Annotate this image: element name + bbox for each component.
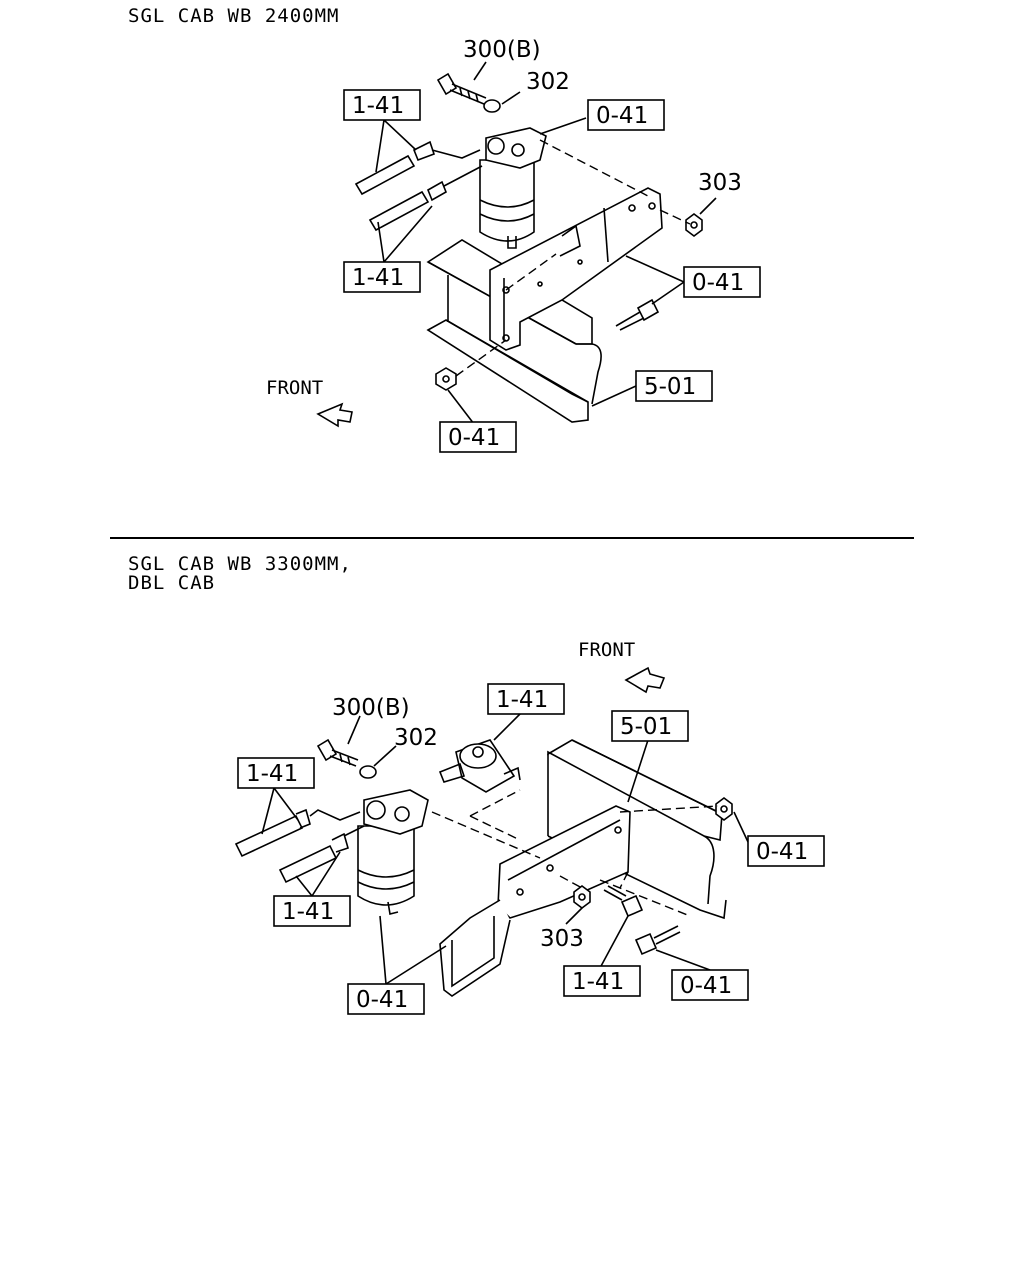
callout-501: 5-01 — [620, 714, 672, 740]
callout-141-top: 1-41 — [352, 93, 404, 119]
label-300b: 300(B) — [463, 37, 541, 63]
priming-pump — [438, 739, 521, 793]
section2-heading-line1: SGL CAB WB 3300MM, — [128, 553, 352, 575]
callout-041-bracket: 0-41 — [596, 103, 648, 129]
nut-303 — [685, 213, 703, 237]
front-arrow-icon — [316, 402, 353, 428]
front-label: FRONT — [578, 639, 635, 661]
callout-box-141-top — [237, 757, 315, 789]
callout-141-bottom: 1-41 — [352, 265, 404, 291]
fuel-filter — [479, 127, 547, 249]
callout-box-041-bracket — [587, 99, 665, 131]
callout-141-mid: 1-41 — [282, 899, 334, 925]
frame-nut — [715, 797, 733, 821]
label-300b: 300(B) — [332, 695, 410, 721]
nut-303 — [573, 885, 591, 909]
mounting-bracket — [489, 187, 663, 351]
frame-rail — [547, 739, 727, 920]
callout-box-141-top — [343, 89, 421, 121]
label-303: 303 — [698, 170, 742, 196]
mounting-bracket — [439, 805, 631, 997]
bolt-141 — [603, 885, 644, 918]
callout-box-041-nut — [439, 421, 517, 453]
callout-box-041-bolt — [671, 969, 749, 1001]
section1-heading: SGL CAB WB 2400MM — [128, 5, 340, 27]
frame-nut — [435, 367, 457, 391]
callout-box-501 — [635, 370, 713, 402]
callout-041-nut: 0-41 — [448, 425, 500, 451]
fuel-filter — [357, 789, 429, 915]
callout-041-filter: 0-41 — [356, 987, 408, 1013]
callout-501: 5-01 — [644, 374, 696, 400]
frame-bolt — [615, 298, 660, 331]
section2-heading-line2: DBL CAB — [128, 572, 216, 594]
callout-041-nut: 0-41 — [756, 839, 808, 865]
callout-box-141-bolt — [563, 965, 641, 997]
callout-141-bolt: 1-41 — [572, 969, 624, 995]
section2-diagram: FRONT 300(B) 302 303 1-41 5-01 1-41 1-41… — [234, 639, 825, 1015]
fuel-hoses — [354, 140, 483, 232]
callout-141-pump: 1-41 — [496, 687, 548, 713]
section1-diagram: FRONT 300(B) 302 303 1-41 1-41 0-41 0-41… — [266, 37, 761, 453]
front-label: FRONT — [266, 377, 323, 399]
washer-302 — [483, 99, 501, 113]
label-302: 302 — [526, 69, 570, 95]
callout-041-bolt: 0-41 — [680, 973, 732, 999]
callout-box-041-bolt — [683, 266, 761, 298]
callout-box-041-nut — [747, 835, 825, 867]
label-302: 302 — [394, 725, 438, 751]
callout-box-501 — [611, 710, 689, 742]
bolt-300b — [316, 738, 359, 767]
bolt-300b — [436, 72, 487, 105]
callout-141-top: 1-41 — [246, 761, 298, 787]
front-arrow-icon — [624, 666, 666, 694]
callout-box-041-filter — [347, 983, 425, 1015]
callout-box-141-bottom — [343, 261, 421, 293]
label-303: 303 — [540, 926, 584, 952]
bolt-041 — [634, 925, 681, 956]
fuel-hoses — [234, 808, 365, 884]
callout-box-141-mid — [273, 895, 351, 927]
callout-041-bolt: 0-41 — [692, 270, 744, 296]
callout-box-141-pump — [487, 683, 565, 715]
washer-302 — [359, 765, 377, 779]
